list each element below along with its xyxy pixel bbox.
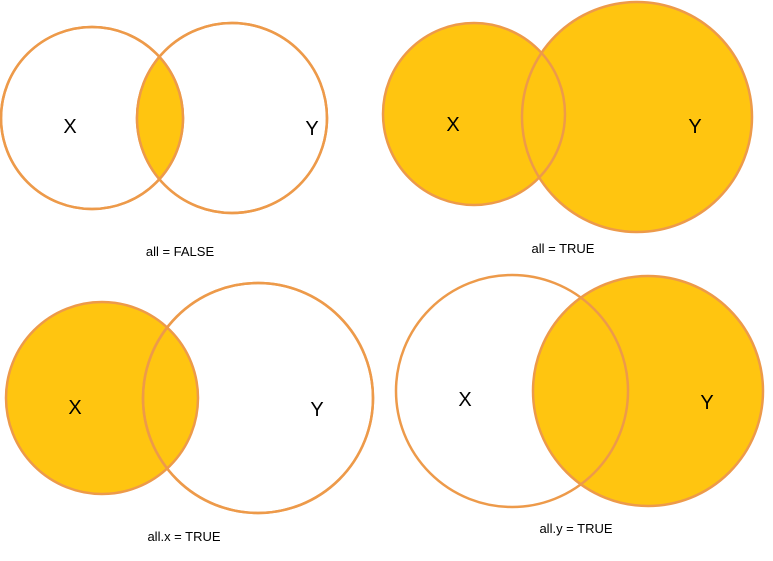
label-y: Y <box>688 116 701 138</box>
venn-all-true: X Y all = TRUE <box>381 0 754 256</box>
caption-all-y-true: all.y = TRUE <box>539 521 612 536</box>
caption-all-x-true: all.x = TRUE <box>147 529 220 544</box>
label-y: Y <box>700 392 713 414</box>
circle-x <box>6 302 198 494</box>
venn-all-x-true: X Y all.x = TRUE <box>4 281 375 544</box>
label-y: Y <box>310 399 323 421</box>
caption-all-true: all = TRUE <box>532 241 595 256</box>
circle-y <box>522 2 752 232</box>
caption-all-false: all = FALSE <box>146 244 215 259</box>
label-x: X <box>68 397 81 419</box>
venn-all-false: X Y all = FALSE <box>0 21 329 259</box>
label-x: X <box>446 114 459 136</box>
circle-y <box>533 276 763 506</box>
label-x: X <box>458 389 471 411</box>
label-x: X <box>63 116 76 138</box>
circle-x <box>383 23 565 205</box>
venn-all-y-true: X Y all.y = TRUE <box>394 273 765 536</box>
label-y: Y <box>305 118 318 140</box>
